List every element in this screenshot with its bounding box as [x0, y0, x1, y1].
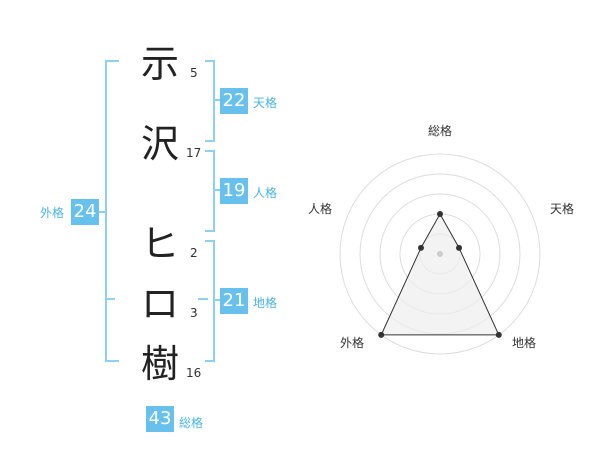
radar-series-polygon [380, 212, 500, 336]
name-char-2: 沢 [140, 122, 179, 166]
name-char-5: 樹 [140, 342, 179, 386]
radar-point-3 [378, 331, 385, 338]
chikaku-divider-tick [198, 298, 208, 300]
stroke-count-1: 5 [190, 66, 198, 80]
chikaku-value: 21 [220, 288, 248, 314]
radar-axis-label-soukaku: 総格 [427, 124, 452, 138]
chikaku-label: 地格 [253, 296, 278, 310]
stroke-count-3: 2 [190, 246, 198, 260]
name-char-1: 示 [140, 42, 179, 86]
tenkaku-label: 天格 [253, 96, 278, 110]
radar-grid-ring [339, 153, 541, 355]
name-char-3: ヒ [140, 222, 179, 266]
jinkaku-label: 人格 [253, 186, 278, 200]
gaikaku-bracket [105, 60, 119, 362]
jinkaku-bracket [205, 150, 215, 232]
radar-point-0 [437, 211, 443, 217]
gaikaku-value: 24 [71, 199, 99, 225]
radar-axis-label-tenkaku: 天格 [549, 202, 574, 216]
radar-chart [339, 153, 541, 355]
soukaku-label: 総格 [179, 416, 204, 430]
jinkaku-connector [213, 189, 221, 191]
chikaku-bracket [205, 240, 215, 362]
radar-point-4 [417, 244, 424, 251]
stroke-count-5: 16 [186, 366, 202, 380]
name-char-4: ロ [140, 282, 179, 326]
radar-point-2 [495, 331, 502, 338]
stroke-count-4: 3 [190, 306, 198, 320]
soukaku-value: 43 [146, 406, 174, 432]
gaikaku-label: 外格 [40, 206, 65, 220]
chikaku-connector [213, 299, 221, 301]
tenkaku-connector [213, 99, 221, 101]
stroke-count-2: 17 [186, 146, 202, 160]
radar-point-1 [456, 244, 463, 251]
gaikaku-connector [98, 211, 107, 213]
radar-center-dot [437, 251, 443, 257]
jinkaku-value: 19 [220, 178, 248, 204]
tenkaku-value: 22 [220, 88, 248, 114]
radar-axis-label-gaikaku: 外格 [339, 336, 364, 350]
tenkaku-bracket [205, 60, 215, 142]
radar-axis-label-chikaku: 地格 [511, 336, 536, 350]
gaikaku-divider-tick [105, 298, 115, 300]
radar-axis-label-jinkaku: 人格 [307, 202, 332, 216]
